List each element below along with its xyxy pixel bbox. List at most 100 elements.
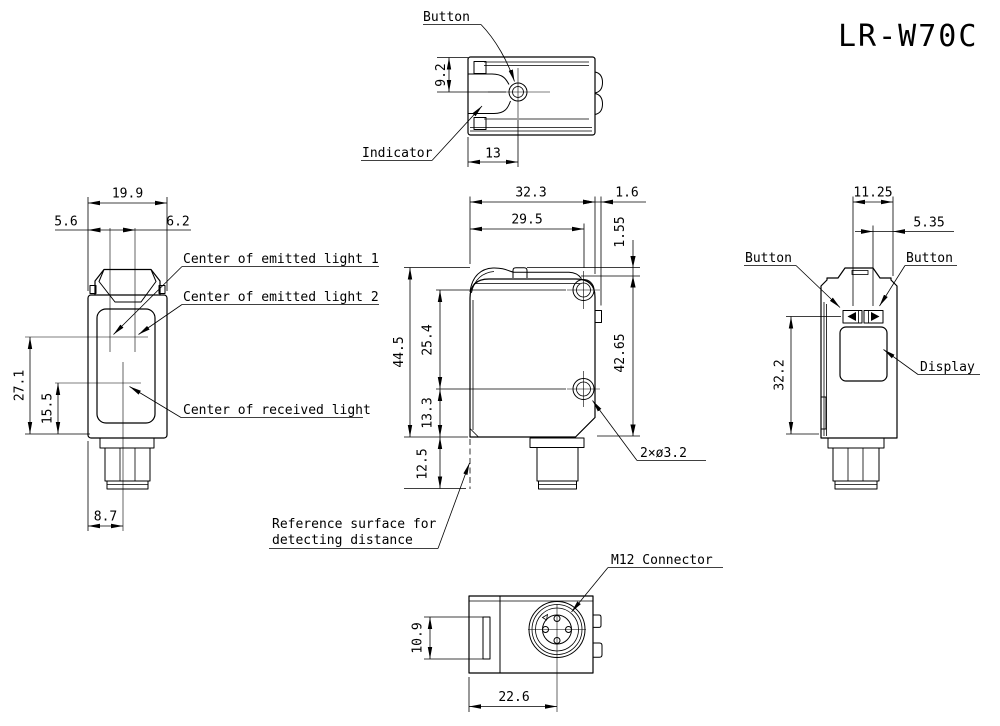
front-view-cover xyxy=(469,267,582,293)
leader-holes xyxy=(592,400,638,461)
bottom-view: 10.9 22.6 M12 Connector xyxy=(411,553,723,712)
label-reference-line2: detecting distance xyxy=(272,533,413,548)
front-view-body xyxy=(469,278,596,438)
dim-button-depth: 9.2 xyxy=(434,63,449,86)
dim-button-offset: 13 xyxy=(485,147,501,162)
label-display: Display xyxy=(920,360,975,375)
left-view-optical-window xyxy=(96,308,156,424)
leader-emitted1 xyxy=(113,266,183,335)
arrow-42-65-bottom xyxy=(630,424,636,436)
dim-side-tab: 1.6 xyxy=(615,186,638,201)
bottom-view-side-tabs xyxy=(593,614,603,658)
arrow-5-35-left xyxy=(861,229,873,234)
top-view-side-tabs xyxy=(594,71,603,115)
left-side-view: 19.9 5.6 6.2 27.1 15.5 8.7 Center of emi… xyxy=(13,187,379,531)
leader-received xyxy=(129,386,182,418)
dim-connector-offset: 22.6 xyxy=(498,690,529,705)
leader-button-right xyxy=(879,265,906,307)
arrow-1-6-right xyxy=(601,199,613,205)
arrow-5-35-right xyxy=(893,229,905,234)
front-view-connector-flange xyxy=(529,437,585,448)
bottom-view-extension-lines xyxy=(424,616,484,712)
label-m12-connector: M12 Connector xyxy=(611,553,713,568)
button-right xyxy=(863,310,884,324)
top-view-indicator-window xyxy=(468,73,511,114)
leader-indicator xyxy=(431,105,483,161)
label-emitted-light-1: Center of emitted light 1 xyxy=(183,252,379,267)
right-view-extension-lines xyxy=(786,196,894,435)
dim-emitted-height: 27.1 xyxy=(13,370,28,401)
top-view-centerlines xyxy=(488,68,550,118)
top-view-screw-rear xyxy=(473,117,487,130)
label-holes: 2×ø3.2 xyxy=(640,446,687,461)
bottom-view-body xyxy=(468,595,594,674)
display-panel xyxy=(839,326,888,382)
right-view-connector-flange xyxy=(827,437,885,449)
label-indicator: Indicator xyxy=(362,146,433,161)
dim-hole-to-bottom: 13.3 xyxy=(421,397,436,428)
button-right-arrow-icon xyxy=(871,312,880,321)
front-view: 32.3 1.6 29.5 1.55 42.65 44.5 25.4 13.3 … xyxy=(269,186,706,549)
dim-top-step: 1.55 xyxy=(613,216,628,247)
dim-depth: 19.9 xyxy=(112,187,143,202)
left-view-lens-housing xyxy=(94,268,161,296)
front-view-top-tab xyxy=(512,267,528,278)
leader-emitted2 xyxy=(138,304,183,335)
left-view-connector-flange xyxy=(99,437,155,449)
right-view-connector-nut xyxy=(832,447,880,482)
arrow-1-55-bottom xyxy=(630,276,636,288)
dim-slot-height: 10.9 xyxy=(411,622,426,653)
right-view-edge-slot xyxy=(820,396,827,430)
left-view-connector-nut xyxy=(104,447,151,482)
front-view-connector-collar xyxy=(538,480,577,490)
right-view-body xyxy=(820,267,898,439)
bottom-view-centerlines xyxy=(528,604,586,712)
right-view-connector-collar xyxy=(834,480,878,490)
dim-button-pitch: 5.35 xyxy=(913,216,944,231)
arrow-1-6-left xyxy=(583,199,595,205)
top-view-body xyxy=(467,56,596,136)
top-view-cover-lines xyxy=(470,61,592,132)
dim-button-height: 32.2 xyxy=(773,359,788,390)
left-view-centerlines xyxy=(25,228,148,531)
front-view-hole-centerlines xyxy=(567,271,600,407)
left-view-nut-facets xyxy=(119,448,136,481)
front-view-side-tab xyxy=(595,310,602,323)
front-view-inner-lines xyxy=(469,283,595,438)
right-side-view: 11.25 5.35 32.2 Button Button Display xyxy=(744,186,980,490)
dim-overall-height: 44.5 xyxy=(392,336,407,367)
dim-edge-to-received: 8.7 xyxy=(94,510,117,525)
dim-emitted1-to-emitted2: 6.2 xyxy=(166,215,189,230)
right-view-nut-facets xyxy=(847,448,864,481)
leader-reference xyxy=(437,462,470,549)
button-dividers xyxy=(858,310,869,323)
dim-hole-offset: 29.5 xyxy=(511,213,542,228)
arrow-1-55-top xyxy=(630,256,636,268)
left-view-lens xyxy=(98,269,157,303)
dim-button-span: 11.25 xyxy=(853,186,892,201)
front-view-extension-lines xyxy=(404,196,640,489)
label-button-left: Button xyxy=(745,251,792,266)
arrow-5-6 xyxy=(88,227,101,233)
leader-m12 xyxy=(571,567,609,613)
dim-connector-length: 12.5 xyxy=(416,448,431,479)
left-view-connector-collar xyxy=(106,480,149,490)
dim-received-height: 15.5 xyxy=(41,393,56,424)
dim-edge-to-emitted1: 5.6 xyxy=(54,215,77,230)
label-emitted-light-2: Center of emitted light 2 xyxy=(183,290,379,305)
label-received-light: Center of received light xyxy=(183,403,371,418)
button-left xyxy=(842,310,863,324)
leader-button-left xyxy=(795,265,841,308)
dim-hole-pitch: 25.4 xyxy=(421,324,436,355)
front-view-connector-barrel xyxy=(536,447,579,482)
left-view-extension-lines xyxy=(25,197,168,531)
top-view-screw-front xyxy=(473,61,487,74)
left-view-ear-left xyxy=(89,285,97,294)
top-view-extension-lines xyxy=(437,57,519,167)
label-top-button: Button xyxy=(423,10,470,25)
m12-key-notch xyxy=(541,613,549,621)
top-view: 9.2 13 Button Indicator xyxy=(361,10,603,167)
label-button-right: Button xyxy=(906,251,953,266)
